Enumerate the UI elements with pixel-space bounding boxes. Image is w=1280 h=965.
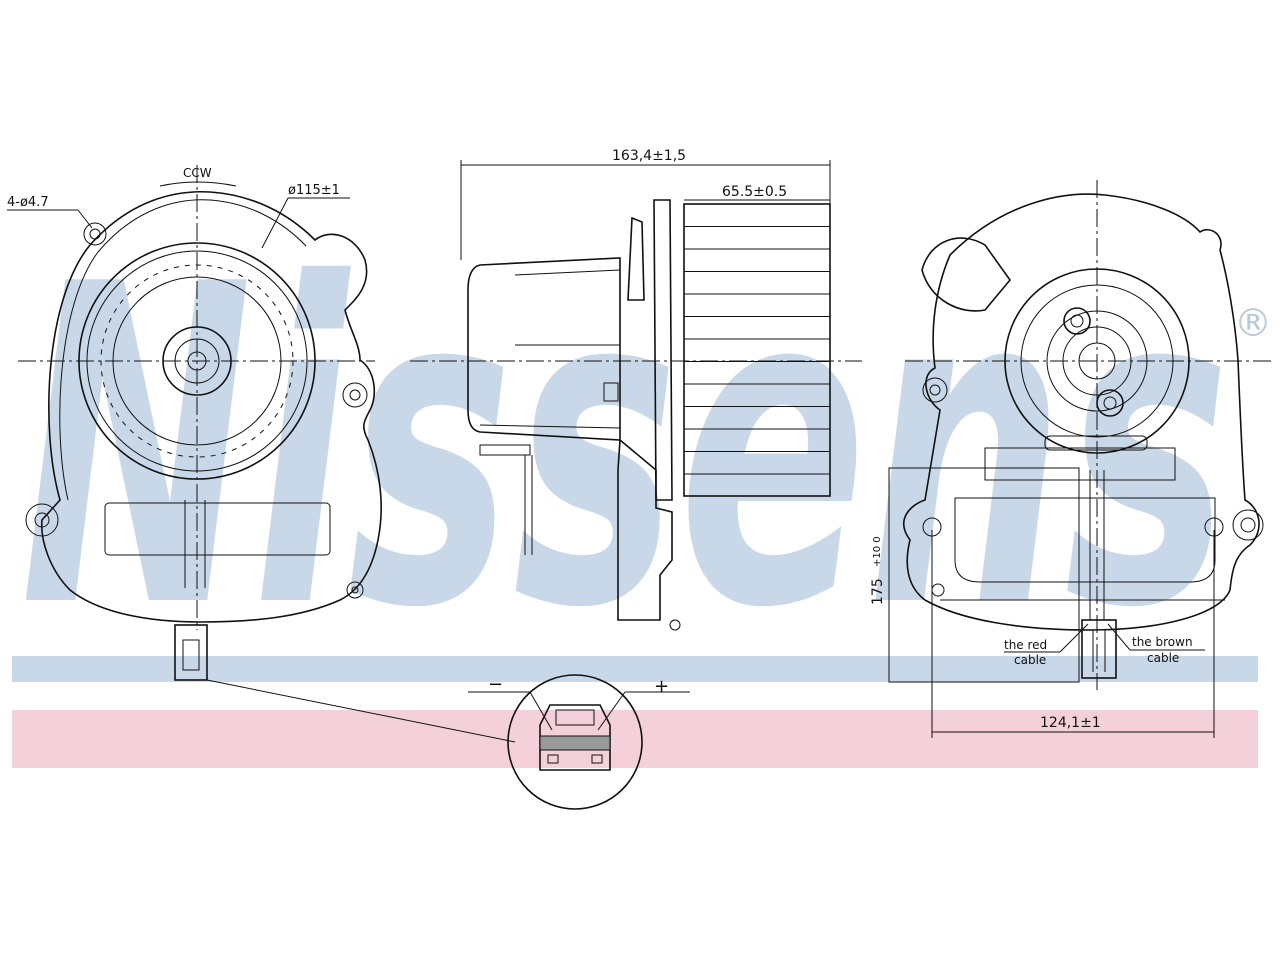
cable-tolerance-label: +10 0 (872, 536, 883, 567)
mount-holes-label: 4-ø4.7 (7, 195, 49, 210)
negative-terminal-label: − (488, 674, 503, 695)
overall-length-label: 163,4±1,5 (612, 148, 686, 164)
impeller-diameter-label: ø115±1 (288, 183, 340, 198)
red-cable-label-1: the red (1004, 638, 1047, 652)
watermark-blue-band (12, 656, 1258, 682)
impeller-length-label: 65.5±0.5 (722, 184, 787, 200)
rotation-label: CCW (183, 166, 212, 180)
brown-cable-label-1: the brown (1132, 635, 1193, 649)
positive-terminal-label: + (654, 676, 669, 697)
connector-detail: − + (468, 674, 690, 810)
rear-view: 175 +10 0 124,1±1 the red cable the brow… (870, 180, 1275, 738)
mount-spacing-label: 124,1±1 (1040, 715, 1101, 731)
red-cable-label-2: cable (1014, 653, 1046, 667)
registered-mark: ® (1234, 301, 1272, 345)
watermark-pink-band (12, 710, 1258, 768)
side-view: 163,4±1,5 65.5±0.5 (410, 148, 862, 631)
front-view: 4-ø4.7 CCW ø115±1 (7, 165, 516, 743)
brown-cable-label-2: cable (1147, 651, 1179, 665)
cable-length-label: 175 (870, 578, 886, 605)
